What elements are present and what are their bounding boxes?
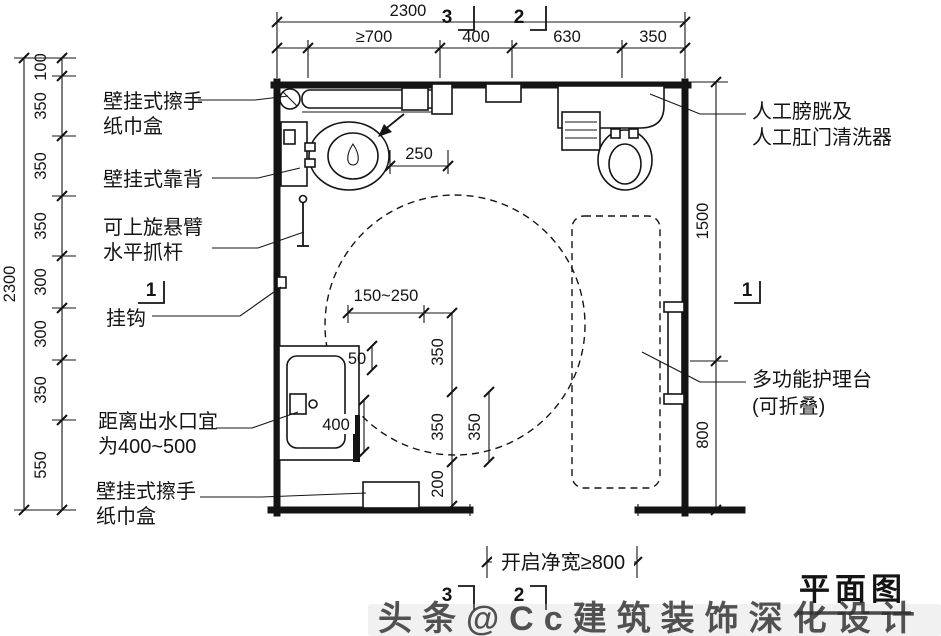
- annotation-labels: 壁挂式擦手 纸巾盒 壁挂式靠背 可上旋悬臂 水平抓杆 挂钩 距离出水口宜 为40…: [96, 90, 892, 528]
- swing-grab-bar: [297, 194, 309, 247]
- label-paper-box-bottom-1: 壁挂式擦手: [96, 480, 196, 503]
- label-washer-1: 人工膀胱及: [752, 100, 852, 123]
- paper-towel-box-bottom: [362, 481, 420, 509]
- svg-text:350: 350: [429, 338, 447, 366]
- coat-hook: [276, 276, 287, 289]
- dim-left-350a: 350: [32, 92, 50, 120]
- leader-paper-box-bottom: [200, 492, 367, 498]
- section-marker-2-top: 2: [514, 6, 547, 31]
- svg-text:350: 350: [429, 413, 447, 441]
- dim-left-300a: 300: [32, 268, 50, 296]
- dim-50: 50: [348, 340, 378, 376]
- dim-left-350d: 350: [32, 376, 50, 404]
- dim-top-400: 400: [462, 28, 490, 46]
- dim-left-350c: 350: [32, 212, 50, 240]
- svg-text:2: 2: [514, 585, 525, 606]
- leader-nursing: [641, 351, 746, 383]
- drawing-title: 平面图: [797, 572, 911, 615]
- svg-text:2: 2: [514, 7, 525, 28]
- dim-left-100: 100: [32, 53, 50, 81]
- left-dimension-chain: 2300 100 350 350 350 300 300 350 550: [1, 52, 76, 516]
- right-dimension-chain: 1500 800: [690, 76, 728, 516]
- label-washer-2: 人工肛门清洗器: [752, 126, 892, 149]
- section-marker-1-right: 1: [734, 280, 761, 304]
- dim-top-total: 2300: [390, 2, 427, 20]
- leader-outlet-dist: [216, 411, 299, 429]
- leader-washer: [649, 93, 746, 115]
- svg-text:350: 350: [466, 413, 484, 441]
- label-nursing-1: 多功能护理台: [752, 368, 872, 391]
- dim-top-350: 350: [639, 28, 667, 46]
- svg-text:3: 3: [442, 7, 453, 28]
- dim-mid-offset-350: 350: [466, 386, 495, 468]
- dim-left-550: 550: [32, 451, 50, 479]
- paper-towel-roll: [279, 88, 301, 110]
- bladder-washer-unit: [557, 85, 665, 191]
- label-paper-box-top-1: 壁挂式擦手: [103, 90, 203, 113]
- toilet: [280, 121, 390, 191]
- svg-text:1: 1: [146, 280, 157, 301]
- soap-dispenser: [401, 87, 429, 111]
- svg-text:250: 250: [405, 145, 433, 163]
- wheelchair-turning-circle: [324, 194, 586, 456]
- leader-lines: [152, 93, 746, 498]
- dim-toilet-250: 250: [384, 145, 454, 174]
- label-hook: 挂钩: [106, 307, 146, 330]
- dim-left-300b: 300: [32, 320, 50, 348]
- label-outlet-dist-1: 距离出水口宜: [98, 410, 218, 433]
- leader-backrest: [212, 167, 301, 179]
- dim-mid-chain: 350 350 200: [429, 307, 458, 512]
- dim-right-800: 800: [694, 421, 712, 449]
- direction-arrow: [378, 113, 405, 137]
- wall-cabinet: [485, 83, 522, 103]
- nursing-table: [571, 215, 685, 489]
- watermark: 头条@Cc建筑装饰深化设计: [368, 600, 941, 636]
- dim-left-total: 2300: [1, 266, 19, 303]
- dim-right-1500: 1500: [694, 203, 712, 240]
- section-marker-2-bottom: 2: [514, 585, 547, 610]
- svg-text:400: 400: [322, 416, 350, 434]
- section-marker-3-top: 3: [442, 6, 475, 31]
- top-dimension-chain: 2300 ≥700 400 630 350: [271, 2, 691, 78]
- dim-seat-range: 150~250: [342, 287, 452, 323]
- section-marker-3-bottom: 3: [442, 585, 475, 610]
- dim-door-clear-width: 开启净宽≥800: [481, 546, 643, 578]
- label-swing-grab-1: 可上旋悬臂: [103, 216, 203, 239]
- dim-basin-400: 400: [317, 394, 370, 458]
- leader-hook: [152, 286, 282, 317]
- section-marker-1-left: 1: [138, 280, 165, 304]
- label-backrest: 壁挂式靠背: [103, 168, 203, 191]
- leader-swing-grab: [212, 231, 305, 249]
- label-nursing-2: (可折叠): [752, 395, 825, 418]
- label-outlet-dist-2: 为400~500: [98, 435, 196, 458]
- leader-paper-box-top: [198, 95, 289, 101]
- svg-text:1: 1: [742, 280, 753, 301]
- svg-text:开启净宽≥800: 开启净宽≥800: [501, 551, 625, 574]
- label-paper-box-bottom-2: 纸巾盒: [96, 505, 156, 528]
- dim-left-350b: 350: [32, 152, 50, 180]
- dim-top-630: 630: [553, 28, 581, 46]
- svg-text:150~250: 150~250: [354, 287, 419, 305]
- dim-top-700: ≥700: [356, 28, 393, 46]
- hand-dryer: [431, 83, 453, 115]
- svg-text:3: 3: [442, 585, 453, 606]
- svg-text:200: 200: [429, 470, 447, 498]
- label-paper-box-top-2: 纸巾盒: [103, 115, 163, 138]
- svg-text:头条@Cc建筑装饰深化设计: 头条@Cc建筑装饰深化设计: [378, 600, 925, 636]
- svg-text:50: 50: [348, 350, 366, 368]
- label-swing-grab-2: 水平抓杆: [103, 241, 183, 264]
- svg-text:平面图: 平面图: [799, 572, 907, 607]
